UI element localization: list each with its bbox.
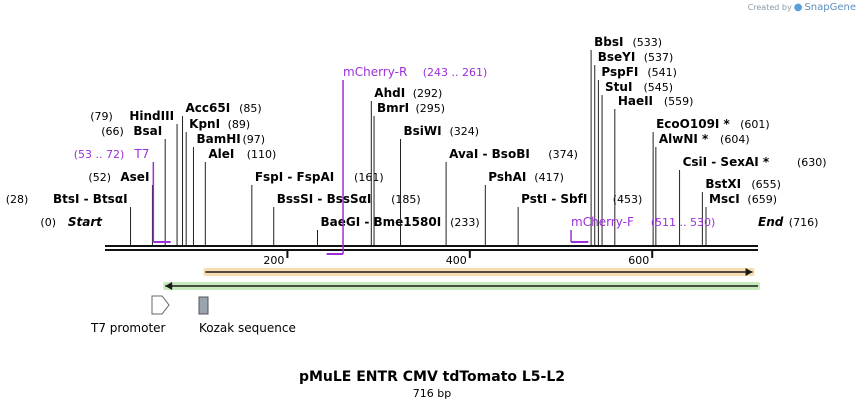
site-name: AvaI - BsoBI [449, 147, 530, 161]
primer-range: (243 .. 261) [423, 66, 488, 79]
site-name: PstI - SbfI [521, 192, 587, 206]
primer-range: (511 .. 530) [651, 216, 716, 229]
site-position: (97) [242, 133, 265, 146]
t7-promoter-label: T7 promoter [90, 321, 166, 335]
credit-prefix: Created by [747, 3, 792, 12]
site-position: (541) [647, 66, 677, 79]
site-name: BseYI [598, 50, 636, 64]
site-position: (28) [6, 193, 29, 206]
site-name: BamHI [196, 132, 240, 146]
orange-feature-arrow-head [745, 268, 753, 276]
site-position: (417) [534, 171, 564, 184]
site-position: (630) [797, 156, 827, 169]
site-name: BsiWI [403, 124, 441, 138]
site-position: (545) [643, 81, 673, 94]
credit-brand: SnapGene [804, 2, 856, 13]
site-position: (601) [740, 118, 770, 131]
green-feature-arrow-head [165, 282, 173, 290]
primer-range: (53 .. 72) [74, 148, 125, 161]
site-position: (52) [88, 171, 111, 184]
ruler-tick-label: 600 [628, 254, 649, 267]
site-name: PshAI [488, 170, 526, 184]
site-name: BsaI [133, 124, 162, 138]
site-position: (533) [633, 36, 663, 49]
site-position: (716) [789, 216, 819, 229]
site-name: StuI [605, 80, 632, 94]
snapgene-logo-icon: ● [793, 2, 803, 13]
site-position: (66) [101, 125, 124, 138]
site-position: (604) [720, 133, 750, 146]
site-position: (79) [90, 110, 113, 123]
site-name: Acc65I [186, 101, 231, 115]
primer-name: mCherry-R [343, 65, 407, 79]
site-position: (110) [247, 148, 277, 161]
site-position: (233) [450, 216, 480, 229]
primer-name: mCherry-F [571, 215, 634, 229]
site-name: AlwNI * [659, 132, 709, 146]
site-position: (324) [449, 125, 479, 138]
snapgene-credit: Created by ● SnapGene [748, 2, 856, 13]
site-name: End [758, 215, 784, 229]
primer-name: T7 [133, 147, 149, 161]
site-position: (295) [415, 102, 445, 115]
site-name: BaeGI - Bme1580I [320, 215, 441, 229]
site-name: BssSI - BssSαI [277, 192, 372, 206]
ruler-tick-label: 400 [446, 254, 467, 267]
ruler-tick-label: 200 [263, 254, 284, 267]
site-name: PspFI [601, 65, 638, 79]
site-name: AleI [208, 147, 234, 161]
site-position: (559) [664, 95, 694, 108]
site-name: BstXI [705, 177, 741, 191]
backbone-top-strand [105, 245, 758, 247]
site-position: (537) [644, 51, 674, 64]
site-position: (89) [228, 118, 251, 131]
site-name: BmrI [377, 101, 409, 115]
t7-promoter-arrow [151, 295, 170, 315]
site-position: (453) [613, 193, 643, 206]
site-name: KpnI [189, 117, 220, 131]
site-position: (0) [40, 216, 56, 229]
kozak-label: Kozak sequence [199, 321, 296, 335]
site-name: EcoO109I * [656, 117, 730, 131]
site-name: BtsI - BtsαI [53, 192, 128, 206]
site-name: BbsI [594, 35, 623, 49]
site-position: (292) [413, 87, 443, 100]
site-position: (185) [391, 193, 421, 206]
site-name: HaeII [618, 94, 653, 108]
site-name: HindIII [129, 109, 174, 123]
site-name: AhdI [374, 86, 405, 100]
site-name: AseI [120, 170, 149, 184]
site-name: Start [68, 215, 103, 229]
site-name: FspI - FspAI [255, 170, 334, 184]
site-position: (85) [239, 102, 262, 115]
plasmid-title: pMuLE ENTR CMV tdTomato L5-L2 [298, 369, 566, 385]
kozak-box [198, 296, 209, 315]
backbone-bottom-strand [105, 249, 758, 251]
site-position: (161) [354, 171, 384, 184]
site-position: (374) [548, 148, 578, 161]
site-name: MscI [709, 192, 740, 206]
site-position: (655) [751, 178, 781, 191]
site-position: (659) [747, 193, 777, 206]
plasmid-length: 716 bp [412, 387, 452, 400]
site-name: CsiI - SexAI * [683, 155, 770, 169]
